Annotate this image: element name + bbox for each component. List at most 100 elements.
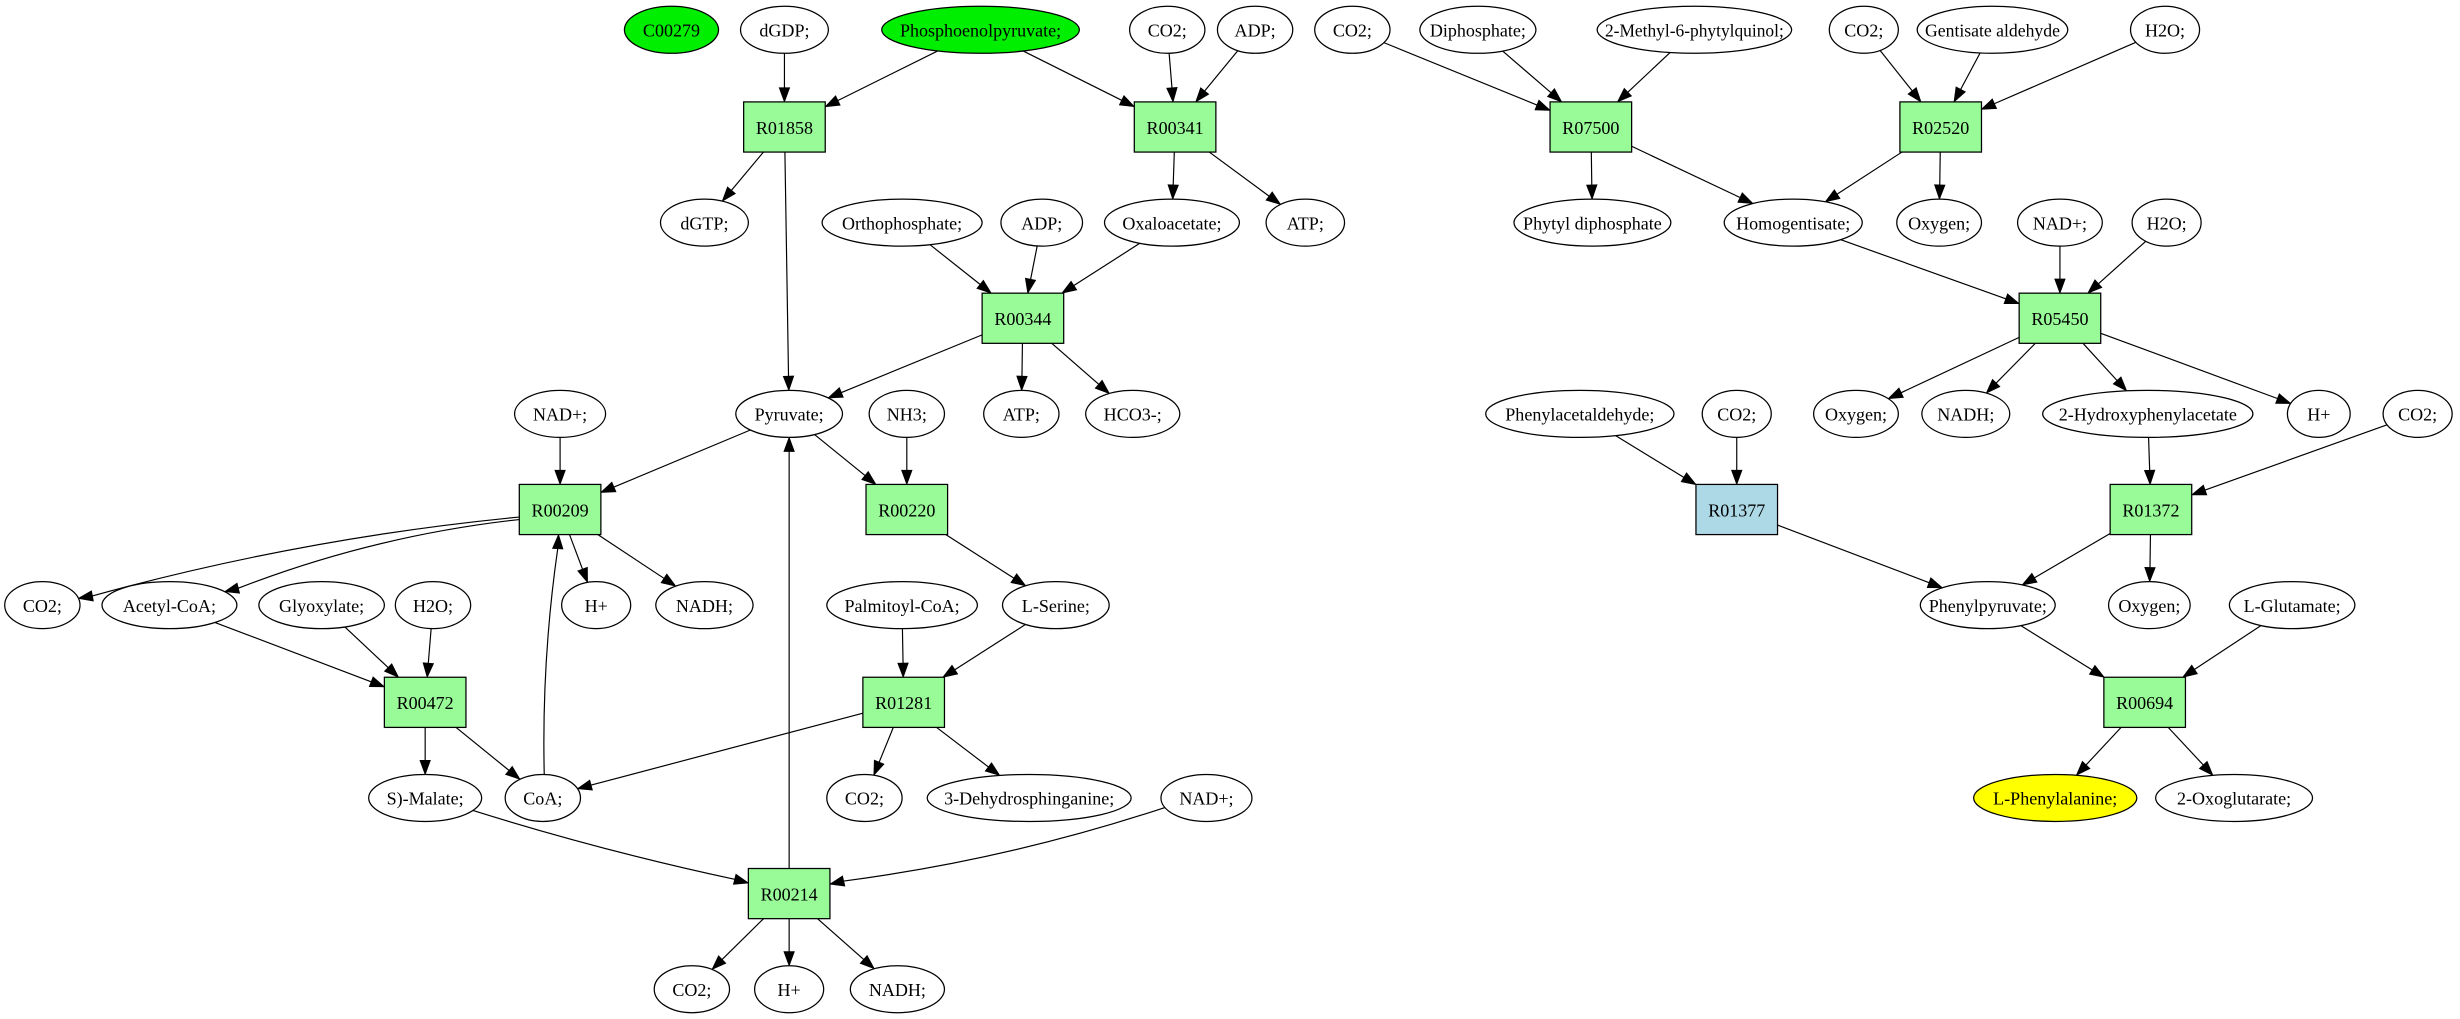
compound-node-co2[interactable]: CO2; (1701, 389, 1772, 439)
compound-node-dgdp[interactable]: dGDP; (739, 5, 829, 54)
reaction-node-r05450[interactable]: R05450 (2018, 292, 2102, 344)
compound-node-oxaloacetate[interactable]: Oxaloacetate; (1103, 198, 1241, 247)
compound-node-adp[interactable]: ADP; (1216, 5, 1294, 54)
compound-node-gentisate-aldehyde[interactable]: Gentisate aldehyde (1916, 5, 2069, 54)
compound-node-diphosphate[interactable]: Diphosphate; (1419, 5, 1537, 54)
reaction-node-r02520[interactable]: R02520 (1899, 101, 1983, 153)
reaction-node-r00694[interactable]: R00694 (2103, 676, 2187, 729)
compound-node-2-hydroxyphenylacetate[interactable]: 2-Hydroxyphenylacetate (2042, 389, 2254, 439)
node-label: NAD+; (533, 405, 587, 425)
arrowhead-icon (2088, 664, 2106, 678)
edge-line (344, 626, 389, 668)
compound-node-atp[interactable]: ATP; (983, 389, 1060, 439)
edge-r-r00472-to-c-coa (455, 726, 521, 781)
compound-node-c00279[interactable]: C00279 (623, 5, 720, 54)
compound-node-phosphoenolpyruvate[interactable]: Phosphoenolpyruvate; (881, 5, 1081, 54)
reaction-node-r00472[interactable]: R00472 (383, 676, 467, 729)
compound-node-h[interactable]: H+ (561, 580, 632, 630)
edge-r-r00214-to-c-hplus-c (783, 918, 795, 967)
node-label: Palmitoyl-CoA; (845, 596, 960, 616)
compound-node-l-glutamate[interactable]: L-Glutamate; (2228, 580, 2356, 630)
reaction-node-r00214[interactable]: R00214 (747, 867, 831, 920)
reaction-node-r00209[interactable]: R00209 (518, 483, 602, 536)
compound-node-nadh[interactable]: NADH; (655, 580, 754, 630)
compound-node-nh3[interactable]: NH3; (868, 389, 946, 439)
compound-node-h[interactable]: H+ (2286, 389, 2351, 439)
reaction-node-r01858[interactable]: R01858 (743, 101, 826, 153)
node-label: L-Phenylalanine; (1993, 789, 2117, 809)
compound-node-h[interactable]: H+ (754, 965, 825, 1014)
compound-node-co2[interactable]: CO2; (1314, 5, 1391, 54)
compound-node-h2o[interactable]: H2O; (2129, 5, 2201, 54)
compound-node-nad[interactable]: NAD+; (513, 389, 607, 439)
compound-node-s-malate[interactable]: S)-Malate; (368, 773, 483, 823)
edge-line (843, 806, 1166, 882)
reaction-node-r07500[interactable]: R07500 (1549, 101, 1633, 153)
compound-node-co2[interactable]: CO2; (826, 773, 903, 823)
compound-ellipse (394, 580, 472, 630)
edge-line (427, 628, 432, 664)
edge-r-r00209-to-c-acetylcoa (223, 518, 520, 594)
reaction-node-r00341[interactable]: R00341 (1133, 101, 1217, 153)
compound-node-phenylpyruvate[interactable]: Phenylpyruvate; (1919, 580, 2056, 630)
compound-node-phenylacetaldehyde[interactable]: Phenylacetaldehyde; (1485, 389, 1675, 439)
edge-line (1994, 41, 2137, 105)
compound-node-acetyl-coa[interactable]: Acetyl-CoA; (101, 580, 238, 630)
arrowhead-icon (873, 759, 885, 777)
compound-node-l-phenylalanine[interactable]: L-Phenylalanine; (1973, 773, 2138, 823)
compound-ellipse (2286, 389, 2351, 439)
compound-node-glyoxylate[interactable]: Glyoxylate; (258, 580, 386, 630)
compound-node-nadh[interactable]: NADH; (849, 965, 946, 1014)
compound-node-oxygen[interactable]: Oxygen; (1812, 389, 1899, 439)
compound-node-oxygen[interactable]: Oxygen; (2107, 580, 2191, 630)
arrowhead-icon (577, 566, 588, 584)
reaction-box (747, 867, 831, 920)
compound-node-oxygen[interactable]: Oxygen; (1896, 198, 1983, 247)
edge-line (568, 534, 584, 570)
compound-node-3-dehydrosphinganine[interactable]: 3-Dehydrosphinganine; (926, 773, 1132, 823)
compound-node-adp[interactable]: ADP; (1000, 198, 1084, 247)
reaction-node-r00344[interactable]: R00344 (981, 292, 1065, 344)
compound-node-pyruvate[interactable]: Pyruvate; (735, 389, 844, 439)
compound-ellipse (504, 773, 582, 823)
compound-node-nadh[interactable]: NADH; (1921, 389, 2011, 439)
reaction-box (865, 483, 949, 536)
compound-node-hco3[interactable]: HCO3-; (1085, 389, 1181, 439)
node-label: NH3; (887, 405, 927, 425)
reaction-node-r01281[interactable]: R01281 (862, 676, 946, 729)
reaction-node-r00220[interactable]: R00220 (865, 483, 949, 536)
reaction-node-r01372[interactable]: R01372 (2109, 483, 2193, 536)
compound-ellipse (2155, 773, 2314, 823)
compound-node-palmitoyl-coa[interactable]: Palmitoyl-CoA; (826, 580, 979, 630)
compound-ellipse (513, 389, 607, 439)
edge-r-r07500-to-c-homogentisate (1631, 145, 1754, 204)
compound-ellipse (1919, 580, 2056, 630)
compound-node-co2[interactable]: CO2; (1828, 5, 1899, 54)
compound-node-co2[interactable]: CO2; (653, 965, 731, 1014)
edge-c-lglutamate-to-r-r00694 (2181, 625, 2262, 678)
compound-node-l-serine[interactable]: L-Serine; (1001, 580, 1110, 630)
compound-node-homogentisate[interactable]: Homogentisate; (1723, 198, 1863, 247)
compound-node-co2[interactable]: CO2; (2382, 389, 2453, 439)
reaction-node-r01377[interactable]: R01377 (1695, 483, 1779, 536)
compound-node-nad[interactable]: NAD+; (2016, 198, 2103, 247)
edge-line (1615, 435, 1685, 478)
compound-node-h2o[interactable]: H2O; (2131, 198, 2202, 247)
compound-node-2-oxoglutarate[interactable]: 2-Oxoglutarate; (2155, 773, 2314, 823)
compound-node-atp[interactable]: ATP; (1265, 198, 1346, 247)
compound-node-2-methyl-6-phytylquinol[interactable]: 2-Methyl-6-phytylquinol; (1596, 5, 1793, 54)
edge-line (2147, 437, 2151, 471)
edge-c-diphosphate-to-r-r07500 (1502, 50, 1563, 103)
node-label: 3-Dehydrosphinganine; (944, 789, 1114, 809)
compound-node-nad[interactable]: NAD+; (1160, 773, 1253, 823)
compound-node-dgtp[interactable]: dGTP; (659, 198, 749, 247)
compound-node-co2[interactable]: CO2; (4, 580, 81, 630)
compound-node-co2[interactable]: CO2; (1128, 5, 1206, 54)
compound-node-orthophosphate[interactable]: Orthophosphate; (821, 198, 983, 247)
edge-line (2097, 240, 2147, 285)
compound-node-coa[interactable]: CoA; (504, 773, 582, 823)
compound-ellipse (826, 580, 979, 630)
compound-node-h2o[interactable]: H2O; (394, 580, 472, 630)
node-label: Oxaloacetate; (1122, 213, 1221, 233)
compound-node-phytyl-diphosphate[interactable]: Phytyl diphosphate (1513, 198, 1672, 247)
